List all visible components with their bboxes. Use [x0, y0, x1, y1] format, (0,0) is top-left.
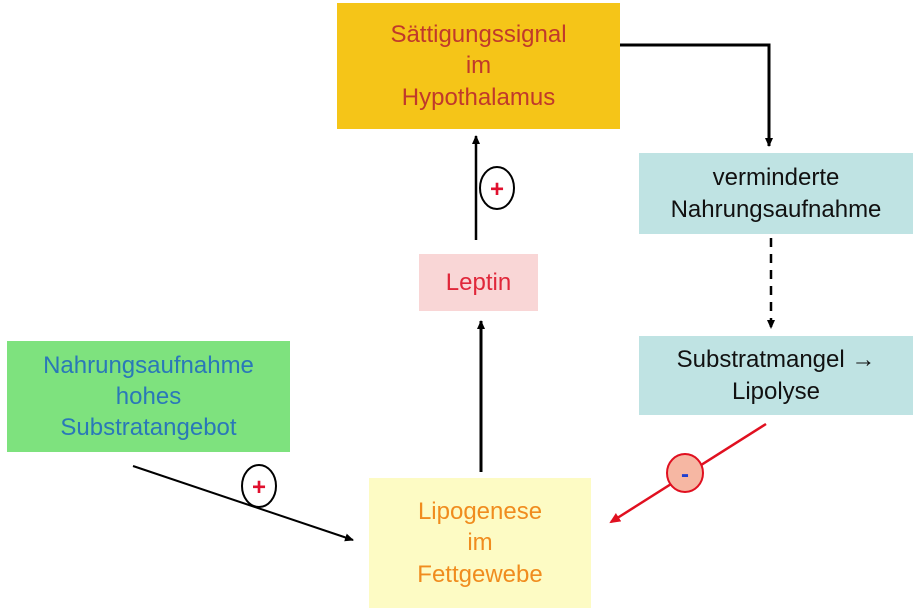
plus-sign-text-intake: +: [252, 474, 266, 501]
lipogenesis-label-line-2: im: [467, 529, 493, 557]
lipogenesis-label-line-1: Lipogenese: [417, 498, 543, 526]
leptin-node: Leptin: [419, 254, 538, 311]
substrate-deficit-node: Substratmangel → Lipolyse: [639, 336, 913, 415]
food-intake-label-line-1: Nahrungsaufnahme: [43, 351, 254, 379]
plus-sign-leptin-hypothalamus: +: [479, 166, 515, 210]
lipogenesis-node: Lipogenese im Fettgewebe: [369, 478, 591, 608]
reduced-intake-node: verminderte Nahrungsaufnahme: [639, 153, 913, 234]
leptin-label: Leptin: [445, 268, 512, 296]
substrate-deficit-label-line-2: Lipolyse: [731, 377, 821, 405]
arrow-food-intake-to-lipogenesis: [132, 465, 354, 542]
minus-sign-lipolysis-lipogenesis: -: [666, 453, 704, 493]
minus-sign-text-lipolysis: -: [681, 461, 689, 488]
reduced-intake-label-line-2: Nahrungsaufnahme: [670, 195, 882, 223]
food-intake-label-line-3: Substratangebot: [60, 414, 237, 442]
hypothalamus-node: Sättigungssignal im Hypothalamus: [337, 3, 620, 129]
arrow-hypothalamus-to-reduced-intake: [620, 43, 773, 147]
food-intake-node: Nahrungsaufnahme hohes Substratangebot: [7, 341, 290, 452]
food-intake-label-line-2: hohes: [115, 382, 182, 410]
plus-sign-intake-lipogenesis: +: [241, 464, 277, 508]
hypothalamus-label-line-2: im: [465, 52, 492, 80]
substrate-deficit-label-line-1: Substratmangel →: [676, 346, 876, 374]
hypothalamus-label-line-1: Sättigungssignal: [390, 21, 567, 49]
hypothalamus-label-line-3: Hypothalamus: [401, 83, 556, 111]
reduced-intake-label-line-1: verminderte: [712, 164, 840, 192]
lipogenesis-label-line-3: Fettgewebe: [417, 560, 543, 588]
plus-sign-text-leptin: +: [490, 176, 504, 203]
